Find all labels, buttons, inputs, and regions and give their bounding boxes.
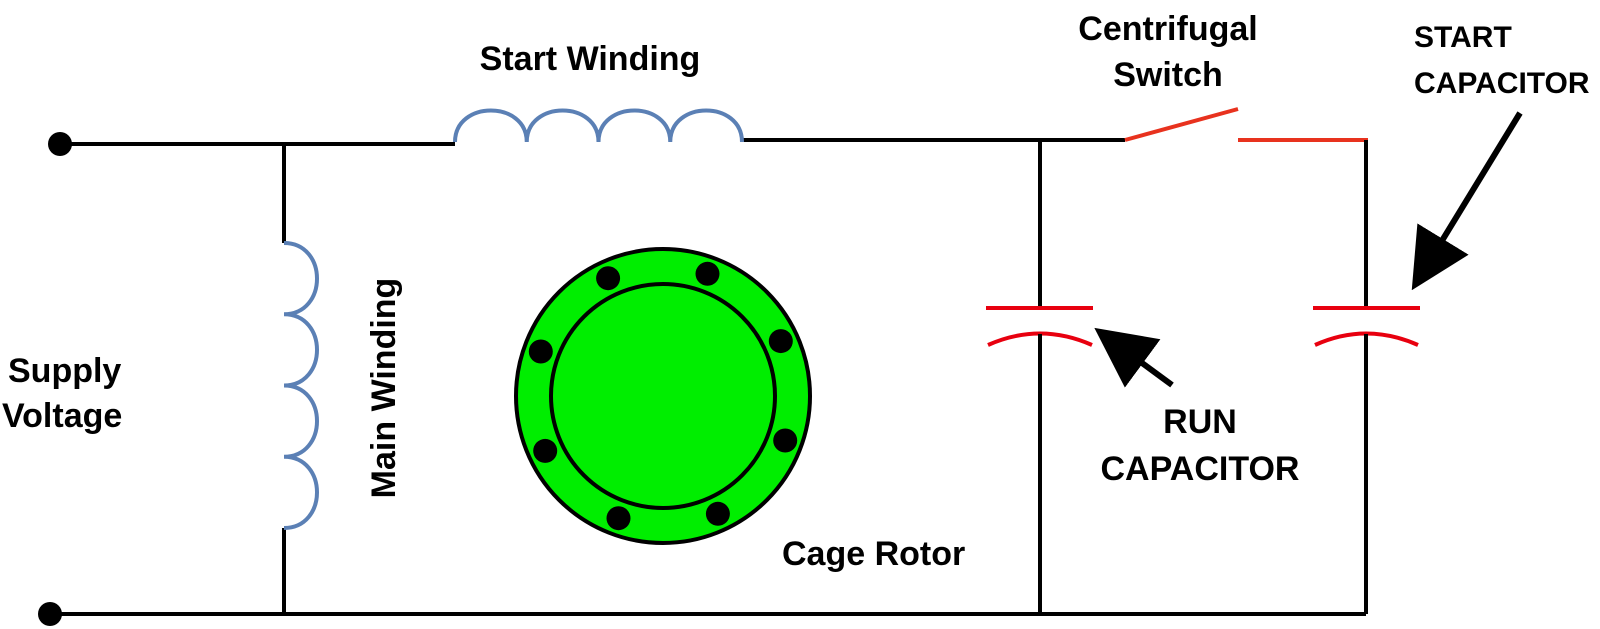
rotor-bar xyxy=(705,501,730,526)
start-capacitor-arrow xyxy=(1411,111,1523,291)
run-capacitor-label-line1: RUN xyxy=(1163,403,1237,441)
supply-voltage-label-line2: Voltage xyxy=(2,397,122,435)
rotor-bar xyxy=(695,261,720,286)
cage-rotor xyxy=(514,247,812,545)
main-winding-coil xyxy=(283,241,319,530)
centrifugal-switch-label-line1: Centrifugal xyxy=(1078,10,1257,48)
rotor-bar xyxy=(773,428,798,453)
supply-voltage-label-line1: Supply xyxy=(8,352,121,390)
rotor-bar xyxy=(596,266,621,291)
rotor-bar xyxy=(528,339,553,364)
run-capacitor-plate-curved xyxy=(987,331,1093,347)
start-winding-label: Start Winding xyxy=(480,40,701,78)
cage-rotor-label: Cage Rotor xyxy=(782,535,965,573)
rotor-bar xyxy=(533,438,558,463)
start-capacitor-plate-curved xyxy=(1314,331,1419,347)
centrifugal-switch-blade xyxy=(1124,107,1239,142)
main-winding-label: Main Winding xyxy=(365,278,403,499)
rotor-bar xyxy=(606,506,631,531)
start-capacitor-label-line1: START xyxy=(1414,21,1512,54)
rotor-inner-core xyxy=(549,282,777,510)
centrifugal-switch-label-line2: Switch xyxy=(1113,56,1223,94)
rotor-bars xyxy=(528,261,798,531)
start-capacitor-label-line2: CAPACITOR xyxy=(1414,67,1590,100)
run-capacitor-label-line2: CAPACITOR xyxy=(1101,450,1300,488)
rotor-bar xyxy=(768,329,793,354)
run-capacitor-arrow xyxy=(1094,327,1174,388)
start-winding-coil xyxy=(453,108,744,143)
